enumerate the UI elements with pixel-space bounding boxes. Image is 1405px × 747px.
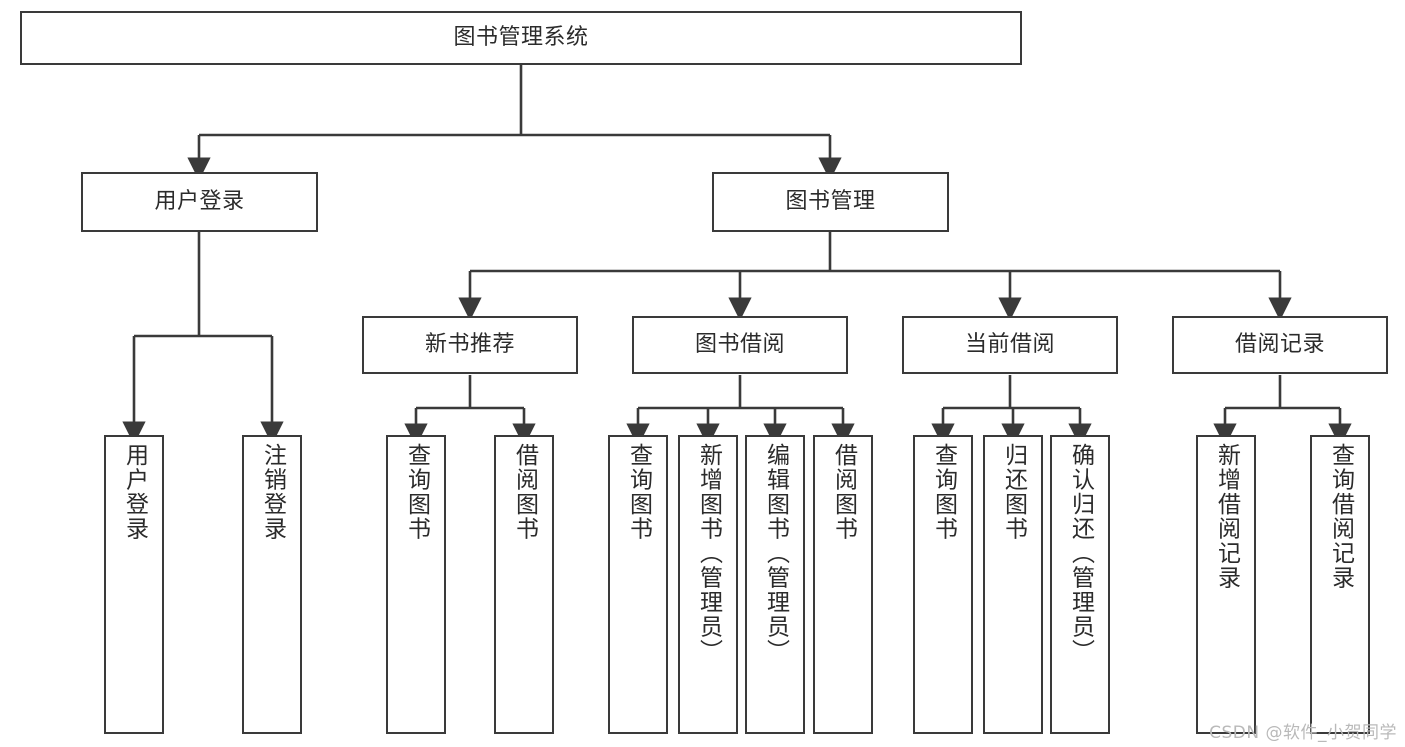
node-leaf-logout-label: 注销登录 <box>259 443 286 541</box>
node-leaf-query-book-3[interactable]: 查询图书 <box>913 435 973 734</box>
node-borrow-record-label: 借阅记录 <box>1234 332 1325 358</box>
node-current-borrow[interactable]: 当前借阅 <box>902 316 1118 374</box>
node-new-book-rec-label: 新书推荐 <box>424 332 515 358</box>
node-leaf-borrow-book-2-label: 借阅图书 <box>830 443 857 541</box>
node-leaf-logout[interactable]: 注销登录 <box>242 435 302 734</box>
node-leaf-query-book-3-label: 查询图书 <box>930 443 957 541</box>
node-leaf-add-record-label: 新增借阅记录 <box>1213 443 1240 590</box>
node-leaf-query-book-2[interactable]: 查询图书 <box>608 435 668 734</box>
node-leaf-confirm-return-label: 确认归还（管理员） <box>1067 443 1094 664</box>
node-leaf-query-book-1[interactable]: 查询图书 <box>386 435 446 734</box>
node-user-login-label: 用户登录 <box>154 189 245 215</box>
node-leaf-borrow-book-2[interactable]: 借阅图书 <box>813 435 873 734</box>
node-book-mgmt[interactable]: 图书管理 <box>712 172 949 232</box>
node-book-mgmt-label: 图书管理 <box>785 189 876 215</box>
node-leaf-user-login-label: 用户登录 <box>121 443 148 541</box>
node-root[interactable]: 图书管理系统 <box>20 11 1022 65</box>
watermark-text: CSDN @软件_小贺同学 <box>1209 723 1397 743</box>
node-leaf-edit-book[interactable]: 编辑图书（管理员） <box>745 435 805 734</box>
node-leaf-user-login[interactable]: 用户登录 <box>104 435 164 734</box>
node-root-label: 图书管理系统 <box>453 25 589 51</box>
node-new-book-rec[interactable]: 新书推荐 <box>362 316 578 374</box>
node-leaf-add-book[interactable]: 新增图书（管理员） <box>678 435 738 734</box>
node-leaf-confirm-return[interactable]: 确认归还（管理员） <box>1050 435 1110 734</box>
node-leaf-query-book-1-label: 查询图书 <box>403 443 430 541</box>
node-leaf-edit-book-label: 编辑图书（管理员） <box>762 443 789 664</box>
node-leaf-query-book-2-label: 查询图书 <box>625 443 652 541</box>
node-current-borrow-label: 当前借阅 <box>964 332 1055 358</box>
node-book-borrow-label: 图书借阅 <box>694 332 785 358</box>
node-leaf-query-record-label: 查询借阅记录 <box>1327 443 1354 590</box>
node-book-borrow[interactable]: 图书借阅 <box>632 316 848 374</box>
node-leaf-return-book[interactable]: 归还图书 <box>983 435 1043 734</box>
node-leaf-add-record[interactable]: 新增借阅记录 <box>1196 435 1256 734</box>
node-user-login[interactable]: 用户登录 <box>81 172 318 232</box>
node-leaf-borrow-book-1[interactable]: 借阅图书 <box>494 435 554 734</box>
node-leaf-query-record[interactable]: 查询借阅记录 <box>1310 435 1370 734</box>
node-leaf-return-book-label: 归还图书 <box>1000 443 1027 541</box>
node-leaf-add-book-label: 新增图书（管理员） <box>695 443 722 664</box>
node-borrow-record[interactable]: 借阅记录 <box>1172 316 1388 374</box>
node-leaf-borrow-book-1-label: 借阅图书 <box>511 443 538 541</box>
